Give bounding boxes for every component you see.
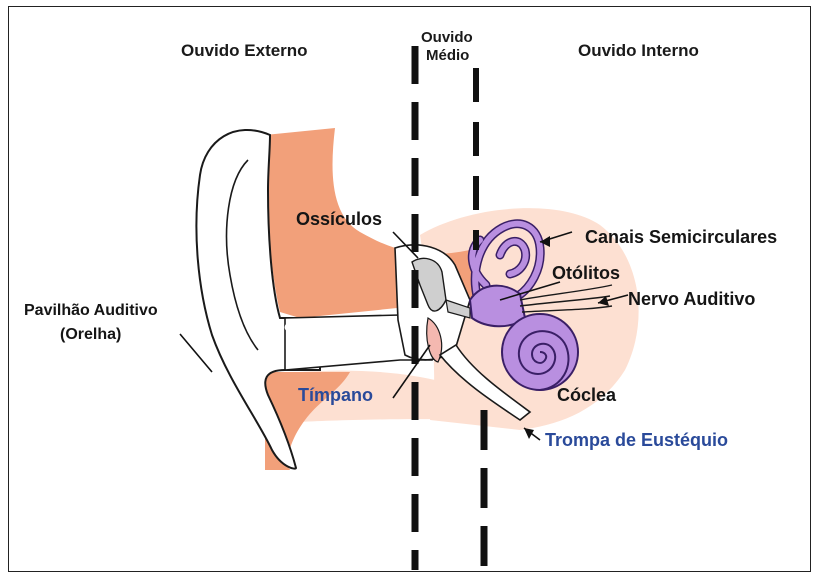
header-ouvido-medio-line1: Ouvido	[421, 30, 473, 45]
label-trompa-de-eustaquio: Trompa de Eustéquio	[545, 431, 728, 449]
label-orelha: (Orelha)	[60, 327, 121, 343]
label-coclea: Cóclea	[557, 386, 616, 404]
label-otolitos: Otólitos	[552, 264, 620, 282]
label-pavilhao-auditivo: Pavilhão Auditivo	[24, 303, 158, 319]
label-nervo-auditivo: Nervo Auditivo	[628, 290, 755, 308]
label-conduto-auditivo: Conduto Auditivo	[274, 319, 391, 333]
vestibule	[470, 286, 525, 327]
header-ouvido-externo: Ouvido Externo	[181, 42, 308, 59]
label-ossiculos: Ossículos	[296, 210, 382, 228]
header-ouvido-interno: Ouvido Interno	[578, 42, 699, 59]
leader-pavilhao	[180, 334, 212, 372]
label-canais-semicirculares: Canais Semicirculares	[585, 228, 777, 246]
label-timpano: Tímpano	[298, 386, 373, 404]
header-ouvido-medio-line2: Médio	[426, 48, 469, 63]
